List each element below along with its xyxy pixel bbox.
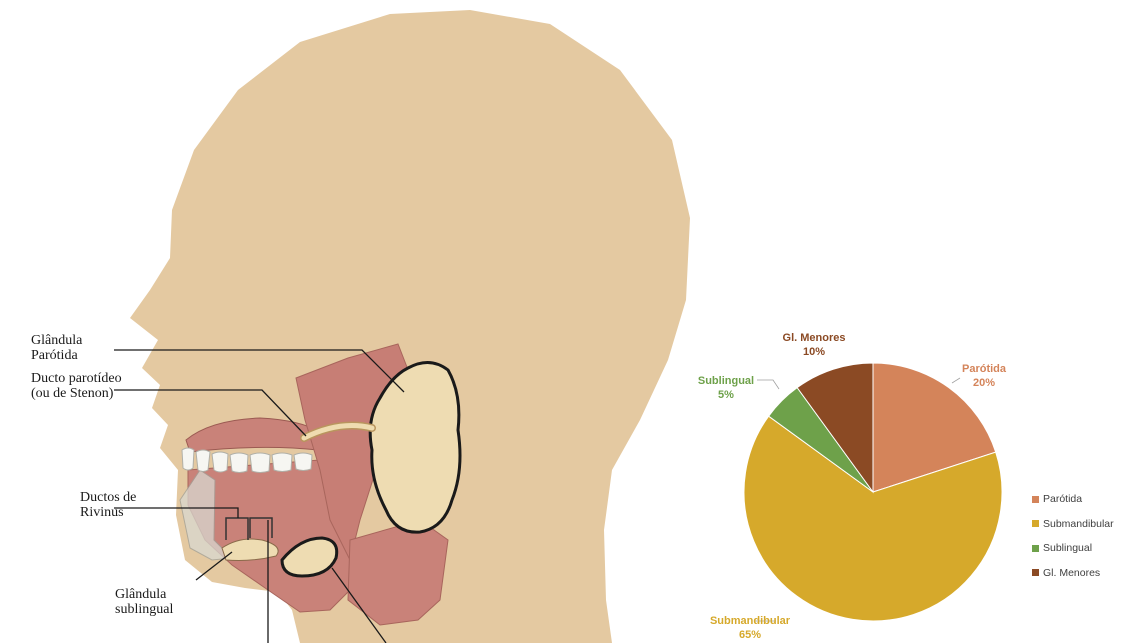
rivinus-label: Ductos de Rivinus bbox=[80, 490, 136, 520]
legend-swatch-menores bbox=[1032, 569, 1039, 576]
salivary-pie-chart bbox=[744, 363, 1002, 621]
legend-item-menores: Gl. Menores bbox=[1032, 561, 1114, 586]
pie-label-parotida-name: Parótida bbox=[944, 362, 1024, 376]
parotid-duct-label: Ducto parotídeo (ou de Stenon) bbox=[31, 371, 122, 401]
pie-label-menores-name: Gl. Menores bbox=[764, 331, 864, 345]
rivinus-label-line1: Ductos de bbox=[80, 490, 136, 505]
parotid-label: Glândula Parótida bbox=[31, 333, 82, 363]
parotid-label-line1: Glândula bbox=[31, 333, 82, 348]
pie-legend: Parótida Submandibular Sublingual Gl. Me… bbox=[1032, 487, 1114, 585]
pie-label-submandibular-name: Submandibular bbox=[700, 614, 800, 628]
legend-label-parotida: Parótida bbox=[1043, 493, 1082, 505]
pie-label-sublingual-value: 5% bbox=[696, 388, 756, 402]
pie-label-submandibular: Submandibular 65% bbox=[700, 614, 800, 642]
legend-label-submandibular: Submandibular bbox=[1043, 518, 1114, 530]
pie-label-parotida: Parótida 20% bbox=[944, 362, 1024, 390]
pie-label-submandibular-value: 65% bbox=[700, 628, 800, 642]
sublingual-gland-label-line2: sublingual bbox=[115, 602, 173, 617]
parotid-duct-label-line2: (ou de Stenon) bbox=[31, 386, 122, 401]
rivinus-label-line2: Rivinus bbox=[80, 505, 136, 520]
legend-label-menores: Gl. Menores bbox=[1043, 567, 1100, 579]
legend-item-parotida: Parótida bbox=[1032, 487, 1114, 512]
legend-swatch-sublingual bbox=[1032, 545, 1039, 552]
parotid-duct-label-line1: Ducto parotídeo bbox=[31, 371, 122, 386]
pie-label-parotida-value: 20% bbox=[944, 376, 1024, 390]
legend-item-sublingual: Sublingual bbox=[1032, 536, 1114, 561]
pie-label-menores: Gl. Menores 10% bbox=[764, 331, 864, 359]
legend-swatch-submandibular bbox=[1032, 520, 1039, 527]
pie-label-menores-value: 10% bbox=[764, 345, 864, 359]
pie-label-sublingual-name: Sublingual bbox=[696, 374, 756, 388]
legend-label-sublingual: Sublingual bbox=[1043, 542, 1092, 554]
sublingual-gland-label: Glândula sublingual bbox=[115, 587, 173, 617]
legend-swatch-parotida bbox=[1032, 496, 1039, 503]
parotid-label-line2: Parótida bbox=[31, 348, 82, 363]
legend-item-submandibular: Submandibular bbox=[1032, 512, 1114, 537]
sublingual-gland-label-line1: Glândula bbox=[115, 587, 173, 602]
pie-label-sublingual: Sublingual 5% bbox=[696, 374, 756, 402]
